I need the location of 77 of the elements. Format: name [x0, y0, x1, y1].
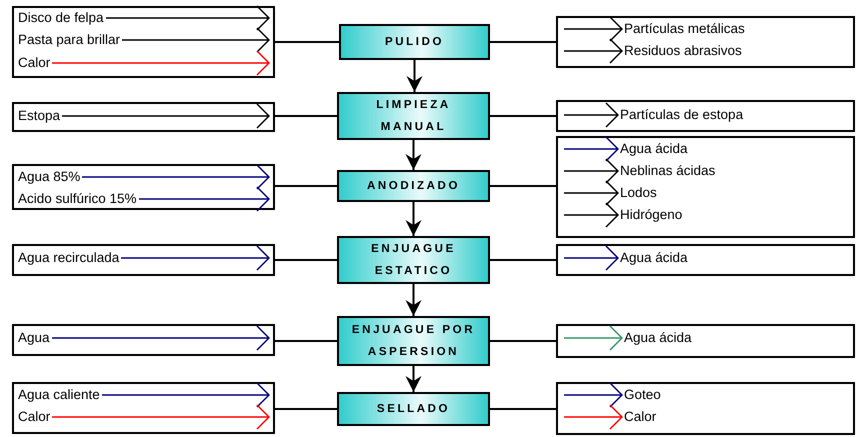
arrow: [564, 16, 623, 42]
process-box: LIMPIEZA MANUAL: [337, 92, 490, 140]
arrow: [406, 202, 422, 236]
input-label: Agua recirculada: [18, 248, 120, 268]
arrow: [52, 325, 270, 351]
output-box: [556, 100, 855, 132]
connector-line: [275, 185, 337, 187]
input-box: [12, 164, 275, 210]
arrow: [122, 27, 270, 53]
arrow: [406, 140, 422, 170]
input-box: [12, 6, 275, 78]
arrow: [564, 325, 623, 351]
process-box: SELLADO: [337, 392, 490, 426]
output-label: Agua ácida: [624, 328, 849, 348]
arrow: [406, 60, 422, 92]
output-label: Agua ácida: [620, 139, 845, 159]
arrow: [564, 38, 623, 64]
connector-line: [490, 340, 556, 342]
input-label: Disco de felpa: [18, 8, 104, 28]
input-label: Agua caliente: [18, 385, 100, 405]
connector-line: [275, 41, 339, 43]
input-label: Agua: [18, 328, 50, 348]
arrow: [564, 245, 619, 271]
connector-line: [490, 41, 556, 43]
arrow: [564, 382, 623, 408]
input-label: Calor: [18, 407, 50, 427]
input-box: [12, 244, 275, 276]
input-label: Estopa: [18, 106, 60, 126]
output-label: Hidrógeno: [620, 205, 845, 225]
arrow: [102, 382, 270, 408]
output-label: Neblinas ácidas: [620, 161, 845, 181]
arrow: [52, 404, 270, 430]
input-label: Acido sulfúrico 15%: [18, 189, 137, 209]
input-label: Pasta para brillar: [18, 30, 120, 50]
arrow: [139, 186, 270, 212]
connector-line: [275, 408, 337, 410]
output-label: Partículas metálicas: [624, 19, 849, 39]
arrow: [106, 5, 270, 31]
output-label: Partículas de estopa: [620, 105, 845, 125]
arrow: [406, 284, 422, 316]
output-label: Agua ácida: [620, 248, 845, 268]
output-box: [556, 16, 855, 68]
output-label: Residuos abrasivos: [624, 41, 849, 61]
output-box: [556, 324, 855, 358]
connector-line: [275, 340, 337, 342]
output-label: Lodos: [620, 183, 845, 203]
output-label: Goteo: [624, 385, 849, 405]
connector-line: [275, 115, 337, 117]
connector-line: [490, 185, 556, 187]
output-box: [556, 136, 855, 238]
input-box: [12, 382, 275, 434]
connector-line: [490, 408, 556, 410]
arrow: [564, 202, 619, 228]
process-box: ENJUAGUE ESTATICO: [337, 236, 490, 284]
arrow: [52, 50, 270, 76]
connector-line: [490, 115, 556, 117]
output-box: [556, 244, 855, 276]
arrow: [564, 158, 619, 184]
output-label: Calor: [624, 407, 849, 427]
input-label: Calor: [18, 53, 50, 73]
arrow: [406, 366, 422, 392]
arrow: [121, 245, 270, 271]
arrow: [62, 103, 270, 129]
process-box: ENJUAGUE POR ASPERSION: [337, 316, 490, 366]
input-label: Agua 85%: [18, 167, 80, 187]
input-box: [12, 102, 275, 132]
arrow: [564, 180, 619, 206]
input-box: [12, 324, 275, 356]
output-box: [556, 382, 855, 435]
process-box: ANODIZADO: [337, 170, 490, 202]
connector-line: [490, 259, 556, 261]
arrow: [564, 404, 623, 430]
connector-line: [275, 259, 337, 261]
arrow: [82, 164, 270, 190]
arrow: [564, 102, 619, 128]
arrow: [564, 136, 619, 162]
process-box: PULIDO: [339, 24, 490, 60]
